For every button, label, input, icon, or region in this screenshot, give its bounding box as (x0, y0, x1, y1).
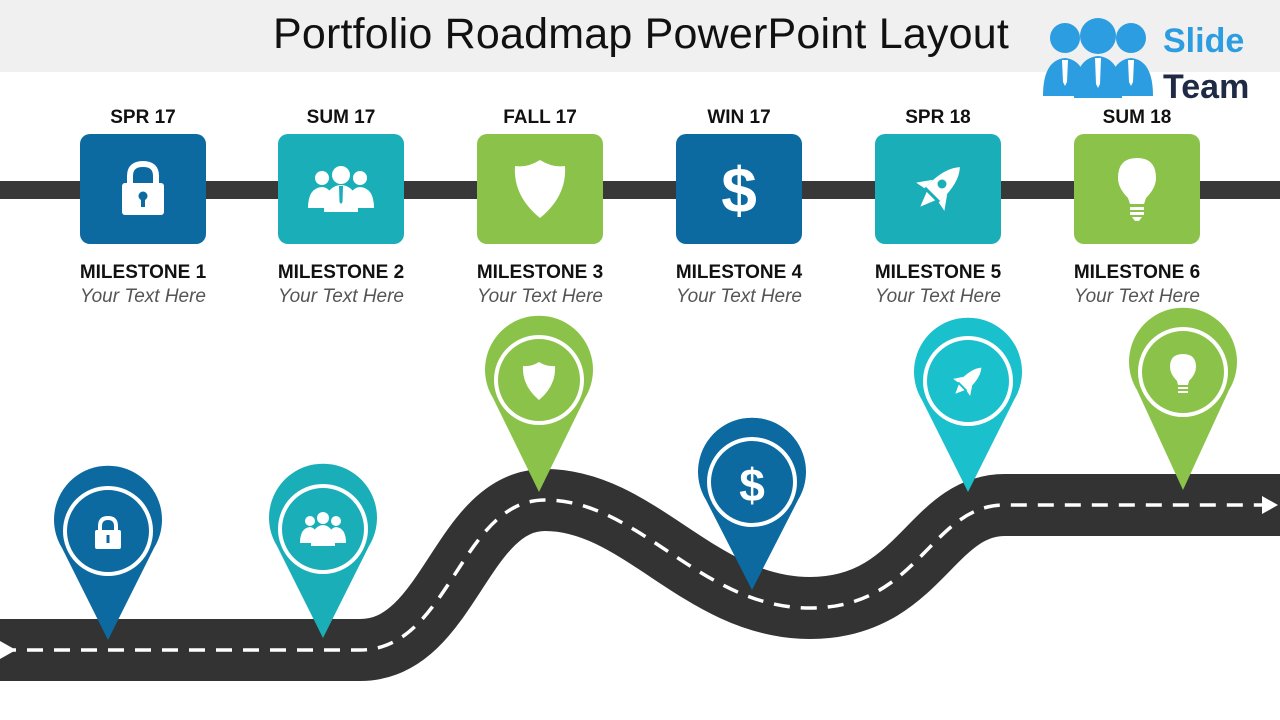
map-pin-6 (1129, 307, 1237, 490)
shield-icon (514, 160, 566, 218)
milestone-text: Your Text Here (79, 286, 207, 307)
milestone-period: FALL 17 (503, 107, 577, 128)
rocket-icon (953, 367, 982, 396)
milestone-tile (875, 134, 1001, 244)
milestone-text: Your Text Here (675, 286, 803, 307)
shield-icon (522, 362, 556, 400)
logo-text-slide: Slide (1163, 22, 1245, 60)
milestone-4: WIN 17 $ MILESTONE 4 Your Text Here (639, 100, 839, 310)
dollar-icon: $ (739, 459, 765, 511)
team-icon (300, 512, 346, 546)
milestone-text: Your Text Here (277, 286, 405, 307)
dollar-icon: $ (721, 154, 757, 226)
milestone-tile (477, 134, 603, 244)
lock-icon (122, 160, 164, 215)
milestone-1: SPR 17 MILESTONE 1 Your Text Here (43, 100, 243, 310)
milestone-period: SUM 18 (1102, 107, 1172, 128)
milestone-period: SUM 17 (306, 107, 376, 128)
milestone-label: MILESTONE 4 (675, 262, 803, 283)
milestone-tile: $ (676, 134, 802, 244)
milestone-period: SPR 17 (110, 107, 176, 128)
milestone-period: SPR 18 (905, 107, 971, 128)
map-pin-4: $ (698, 417, 806, 590)
milestone-6: SUM 18 MILESTONE 6 Your Text Here (1037, 100, 1237, 310)
lightbulb-icon (1118, 158, 1156, 221)
logo-text-team: Team (1163, 68, 1250, 106)
lock-icon (95, 515, 121, 549)
winding-road (0, 468, 1280, 681)
milestone-period: WIN 17 (707, 107, 771, 128)
milestone-text: Your Text Here (874, 286, 1002, 307)
svg-text:$: $ (721, 154, 757, 226)
milestone-label: MILESTONE 2 (277, 262, 405, 283)
lightbulb-icon (1170, 354, 1196, 393)
milestone-tile (1074, 134, 1200, 244)
page-title: Portfolio Roadmap PowerPoint Layout (272, 10, 1010, 58)
map-pin-1 (54, 465, 162, 640)
milestone-label: MILESTONE 1 (79, 262, 207, 283)
milestone-tile (278, 134, 404, 244)
milestone-5: SPR 18 MILESTONE 5 Your Text Here (838, 100, 1038, 310)
road-start-arrow-icon (0, 641, 16, 659)
milestone-label: MILESTONE 6 (1073, 262, 1201, 283)
milestone-text: Your Text Here (1073, 286, 1201, 307)
map-pin-2 (269, 463, 377, 638)
map-pin-3 (485, 315, 594, 492)
milestone-text: Your Text Here (476, 286, 604, 307)
team-icon (308, 166, 374, 212)
map-pin-5 (914, 317, 1023, 492)
slideteam-logo-icon (1043, 18, 1153, 98)
milestone-2: SUM 17 MILESTONE 2 Your Text Here (241, 100, 441, 310)
road-center-dashes (0, 498, 1266, 652)
road-end-arrow-icon (1262, 496, 1278, 514)
rocket-icon (916, 167, 960, 211)
milestone-tile (80, 134, 206, 244)
milestone-label: MILESTONE 5 (874, 262, 1002, 283)
milestone-label: MILESTONE 3 (476, 262, 604, 283)
milestone-3: FALL 17 MILESTONE 3 Your Text Here (440, 100, 640, 310)
